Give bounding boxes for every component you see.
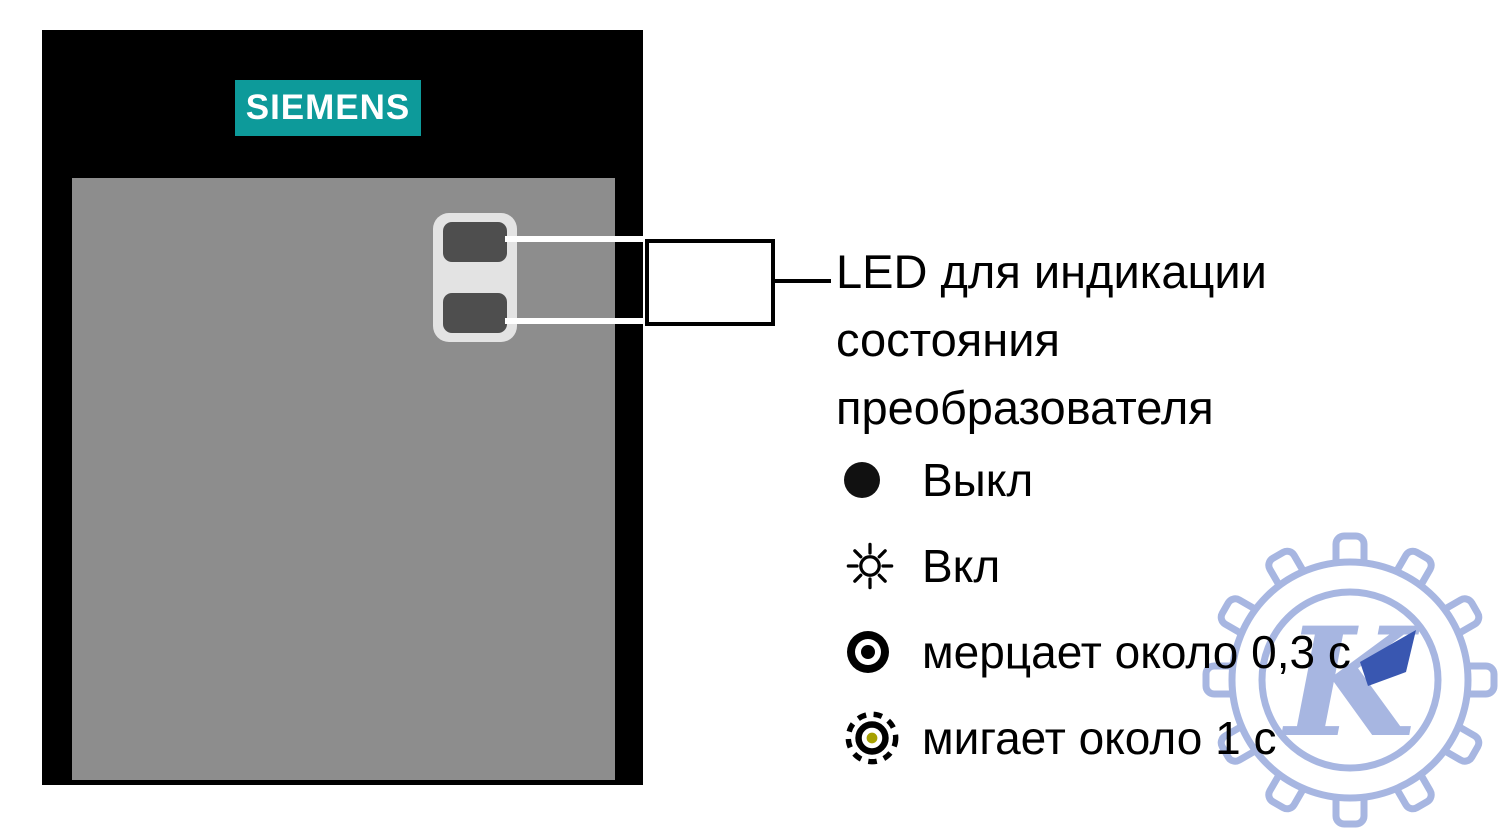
siemens-logo: SIEMENS	[235, 80, 421, 136]
brand-label: SIEMENS	[245, 88, 411, 127]
legend-label: Вкл	[922, 540, 1001, 592]
legend-label: мерцает около 0,3 с	[922, 626, 1351, 678]
legend-label: мигает около 1 с	[922, 712, 1277, 764]
callout-text: LED для индикации состояния преобразоват…	[836, 238, 1267, 442]
callout-box	[645, 239, 775, 326]
led-state-legend: Выкл Вкл	[836, 437, 1351, 781]
callout-text-line: состояния	[836, 313, 1060, 366]
led-on-icon	[846, 542, 894, 590]
legend-row: Выкл	[836, 437, 1351, 523]
led-housing	[433, 213, 517, 342]
callout-text-line: преобразователя	[836, 381, 1214, 434]
device-outline: SIEMENS	[42, 30, 643, 785]
callout-line-top	[505, 236, 645, 242]
legend-label: Выкл	[922, 454, 1034, 506]
led-off-icon	[844, 462, 880, 498]
callout-connector-line	[773, 279, 831, 283]
led-bottom-indicator	[443, 293, 507, 333]
legend-row: мигает около 1 с	[836, 695, 1351, 781]
legend-row: мерцает около 0,3 с	[836, 609, 1351, 695]
front-panel	[72, 178, 615, 780]
callout-text-line: LED для индикации	[836, 245, 1267, 298]
legend-row: Вкл	[836, 523, 1351, 609]
led-blink-icon	[845, 711, 899, 765]
callout-line-bottom	[505, 318, 645, 324]
led-flicker-icon	[847, 631, 889, 673]
led-top-indicator	[443, 222, 507, 262]
